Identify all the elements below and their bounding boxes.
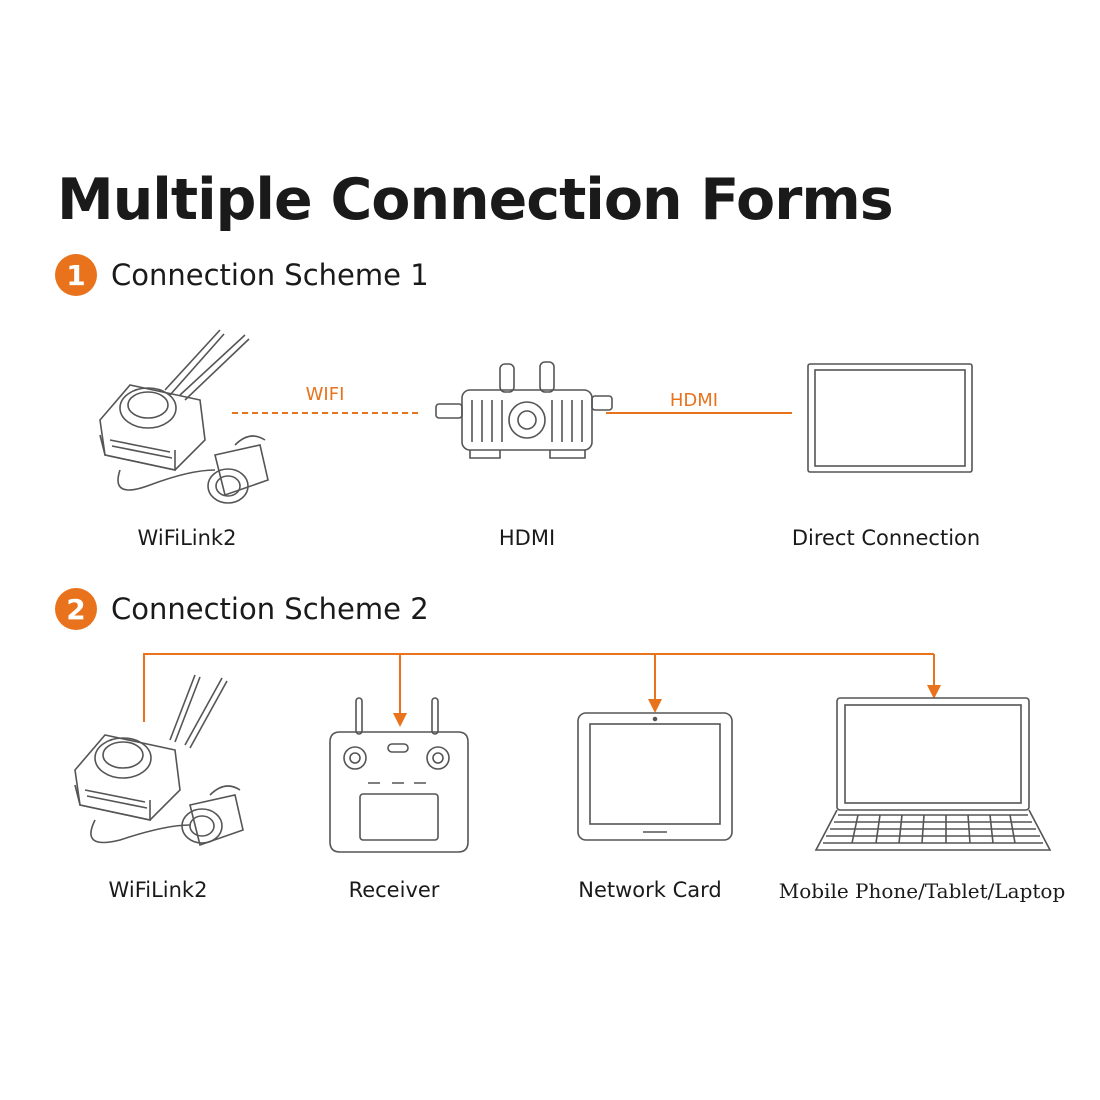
scheme-1-number-badge: 1	[55, 254, 97, 296]
device-caption: Direct Connection	[791, 526, 981, 550]
device-caption: WiFiLink2	[108, 878, 208, 902]
device-caption: WiFiLink2	[137, 526, 237, 550]
scheme-1-label: Connection Scheme 1	[111, 258, 429, 292]
hdmi-module-icon	[435, 361, 613, 459]
scheme-2-number-badge: 2	[55, 588, 97, 630]
device-caption: Network Card	[578, 878, 722, 902]
monitor-icon	[807, 363, 973, 473]
hdmi-link-label: HDMI	[669, 390, 719, 411]
scheme-2-label: Connection Scheme 2	[111, 592, 429, 626]
device-caption: HDMI	[498, 526, 556, 550]
device-caption: Receiver	[348, 878, 440, 902]
scheme-1-heading: 1 Connection Scheme 1	[55, 254, 429, 296]
scheme-2-heading: 2 Connection Scheme 2	[55, 588, 429, 630]
scheme-2-bus	[143, 653, 941, 727]
wifilink-camera-icon	[99, 329, 269, 504]
page-title: Multiple Connection Forms	[57, 167, 894, 233]
device-caption: Mobile Phone/Tablet/Laptop	[778, 879, 1066, 903]
wifilink-camera-icon	[74, 674, 244, 847]
wifi-link-label: WIFI	[305, 384, 345, 405]
remote-controller-icon	[329, 697, 469, 853]
tablet-icon	[577, 712, 733, 841]
laptop-icon	[814, 697, 1052, 851]
